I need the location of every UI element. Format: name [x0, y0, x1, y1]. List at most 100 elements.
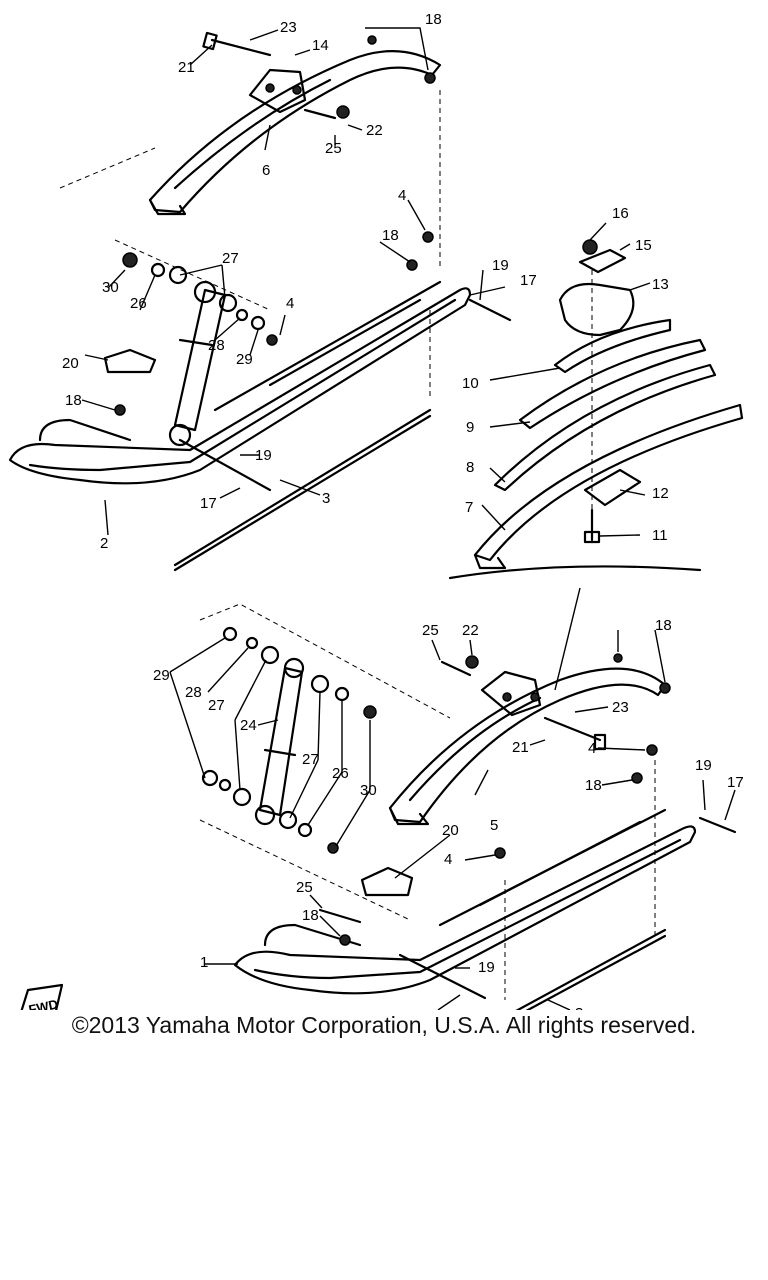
- lower-wear-bar-rod: [515, 928, 667, 1010]
- upper-washer-28: [235, 308, 249, 322]
- lower-nut-18-ski: [631, 772, 643, 784]
- callout-4-upper-ski: 4: [286, 295, 294, 312]
- upper-ski-part: [8, 280, 472, 485]
- part-16-nut: [582, 239, 598, 255]
- upper-wear-bar-rod: [173, 408, 432, 567]
- part-9-leaf: [518, 338, 707, 430]
- lower-shock-absorber: [254, 657, 305, 826]
- upper-spring-bracket: [248, 68, 307, 114]
- lower-bush-27-top: [260, 645, 280, 665]
- callout-30-upper: 30: [102, 279, 119, 296]
- lower-collar-29-bottom: [201, 769, 219, 787]
- lower-nut-18-right: [659, 682, 671, 694]
- lower-bolt-25: [440, 660, 472, 677]
- callout-15: 15: [635, 237, 652, 254]
- lower-bolt-21: [543, 716, 602, 742]
- upper-bolt-25: [303, 105, 350, 120]
- callout-28-upper: 28: [208, 337, 225, 354]
- upper-bush-27a: [168, 265, 188, 285]
- upper-leaf-spring-part: [148, 50, 442, 216]
- callout-27-upper: 27: [222, 250, 239, 267]
- lower-bolt-21-head: [593, 733, 607, 751]
- callout-3-upper: 3: [322, 490, 330, 507]
- lower-washer-28-top: [245, 636, 259, 650]
- lower-bracket-20: [360, 866, 414, 897]
- callout-20-upper: 20: [62, 355, 79, 372]
- part-15-clip: [578, 248, 627, 274]
- callout-27-lower-left: 27: [208, 697, 225, 714]
- lower-nut-22: [465, 655, 479, 669]
- leader-lines: [81, 27, 736, 1010]
- callout-25-lower-front: 25: [296, 879, 313, 896]
- callout-22-lower: 22: [462, 622, 479, 639]
- part-11-bolt-head: [583, 530, 601, 544]
- lower-washer-26-bottom: [297, 822, 313, 838]
- callout-6: 6: [262, 162, 270, 179]
- callout-11: 11: [652, 527, 668, 544]
- callout-18-upper-ski: 18: [382, 227, 399, 244]
- callout-3-lower: 3: [575, 1005, 583, 1010]
- callout-2: 2: [100, 535, 108, 552]
- lower-wear-bar-rod-lower: [525, 934, 667, 1010]
- lower-bush-27-bottom-right: [278, 810, 298, 830]
- copyright-notice: ©2013 Yamaha Motor Corporation, U.S.A. A…: [71, 1012, 697, 1038]
- ski-assembly-exploded-diagram: FWD: [8, 11, 744, 1010]
- callout-21-lower: 21: [512, 739, 529, 756]
- callout-18-upper-top: 18: [425, 11, 442, 28]
- lower-ski-part: [233, 808, 697, 995]
- callout-21-upper: 21: [178, 59, 195, 76]
- lower-washer-28-bottom: [218, 778, 232, 792]
- callout-19-upper-front: 19: [255, 447, 272, 464]
- upper-nut-4-top: [422, 231, 434, 243]
- upper-bolt-17-rear: [468, 298, 512, 322]
- upper-washer-26: [150, 262, 166, 278]
- callout-23-lower: 23: [612, 699, 629, 716]
- part-10-leaf: [553, 318, 672, 374]
- lower-collar-29-top: [222, 626, 238, 642]
- callout-17-lower-rear: 17: [727, 774, 744, 791]
- callout-16: 16: [612, 205, 629, 222]
- upper-nut-30: [122, 252, 138, 268]
- upper-bracket-20: [103, 348, 157, 374]
- callout-7: 7: [465, 499, 473, 516]
- callout-labels: 1 2 3 3 4 4 4 4 5 6 7 8 9 10 11 12 13 14…: [62, 11, 744, 1010]
- callout-4-lower-top: 4: [588, 740, 596, 757]
- callout-26-lower: 26: [332, 765, 349, 782]
- callout-4-upper-top: 4: [398, 187, 406, 204]
- callout-25-upper: 25: [325, 140, 342, 157]
- callout-8: 8: [466, 459, 474, 476]
- upper-nut-18-front: [114, 404, 126, 416]
- divider-curve: [448, 565, 702, 580]
- part-8-leaf: [493, 363, 717, 492]
- lower-bush-27-right: [310, 674, 330, 694]
- callout-13: 13: [652, 276, 669, 293]
- upper-bolt-17-front: [178, 438, 272, 492]
- upper-nut-18-left: [367, 35, 377, 45]
- lower-bolt-17-front: [398, 953, 487, 1000]
- callout-17-upper-rear: 17: [520, 272, 537, 289]
- callout-24: 24: [240, 717, 257, 734]
- lower-nut-4-top: [646, 744, 658, 756]
- callout-12: 12: [652, 485, 669, 502]
- callout-30-lower: 30: [360, 782, 377, 799]
- callout-14: 14: [312, 37, 329, 54]
- lower-nut-30-top: [363, 705, 377, 719]
- callout-19-lower-rear: 19: [695, 757, 712, 774]
- fwd-badge-label: FWD: [27, 996, 59, 1010]
- callout-29-lower: 29: [153, 667, 170, 684]
- part-13-bracket: [558, 282, 635, 337]
- callout-28-lower: 28: [185, 684, 202, 701]
- callout-5: 5: [490, 817, 498, 834]
- callout-10: 10: [462, 375, 479, 392]
- upper-shock-absorber: [168, 280, 227, 447]
- part-7-leaf-tip: [473, 553, 507, 570]
- callout-26-upper: 26: [130, 295, 147, 312]
- callout-25-lower-top: 25: [422, 622, 439, 639]
- upper-nut-18-top: [424, 72, 436, 84]
- upper-collar-29: [250, 315, 266, 331]
- part-7-leaf: [473, 403, 744, 562]
- part-12-plate: [583, 468, 642, 507]
- callout-27-lower-right: 27: [302, 751, 319, 768]
- lower-nut-18-front: [339, 934, 351, 946]
- lower-nut-18-left: [613, 653, 623, 663]
